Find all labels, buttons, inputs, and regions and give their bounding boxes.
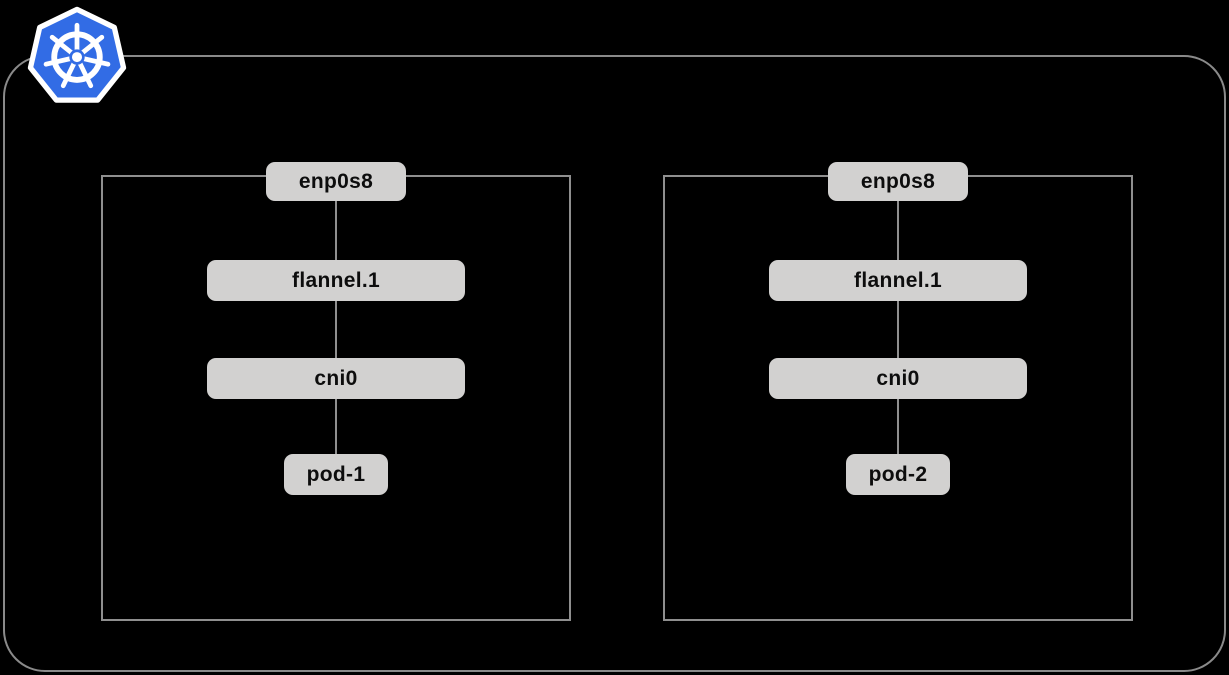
node-1-interface-cni0: cni0 bbox=[207, 358, 465, 399]
node-2-interface-flannel: flannel.1 bbox=[769, 260, 1027, 301]
interface-label: cni0 bbox=[876, 366, 920, 390]
node-2-interface-cni0: cni0 bbox=[769, 358, 1027, 399]
interface-label: flannel.1 bbox=[854, 268, 942, 292]
node-2-connector-line bbox=[897, 201, 899, 455]
pod-label: pod-2 bbox=[868, 462, 928, 486]
node-1-interface-enp0s8: enp0s8 bbox=[266, 162, 406, 201]
node-2-rect: enp0s8 flannel.1 cni0 pod-2 bbox=[663, 162, 1133, 621]
kubernetes-logo-icon bbox=[27, 6, 127, 103]
interface-label: enp0s8 bbox=[298, 169, 374, 193]
node-1-connector-line bbox=[335, 201, 337, 455]
node-2-pod: pod-2 bbox=[846, 454, 950, 495]
cluster-frame bbox=[3, 55, 1226, 672]
node-2-interface-enp0s8: enp0s8 bbox=[828, 162, 968, 201]
interface-label: flannel.1 bbox=[292, 268, 380, 292]
node-1-pod: pod-1 bbox=[284, 454, 388, 495]
node-1-rect: enp0s8 flannel.1 cni0 pod-1 bbox=[101, 162, 571, 621]
interface-label: cni0 bbox=[314, 366, 358, 390]
interface-label: enp0s8 bbox=[860, 169, 936, 193]
pod-label: pod-1 bbox=[306, 462, 366, 486]
node-1-interface-flannel: flannel.1 bbox=[207, 260, 465, 301]
